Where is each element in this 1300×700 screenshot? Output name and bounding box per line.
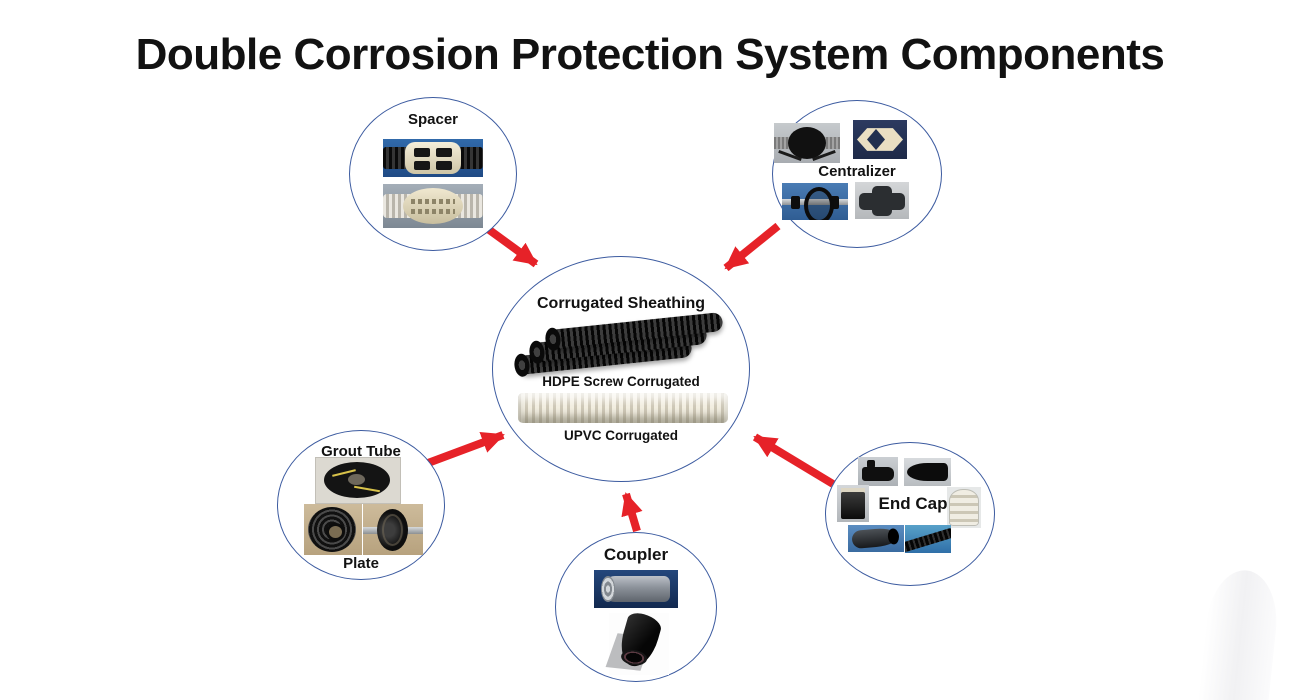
centralizer-photo-diamond-ring bbox=[853, 120, 907, 159]
spacer-slots bbox=[411, 199, 455, 204]
coupler-label: Coupler bbox=[603, 545, 669, 564]
coupler-cone-photo bbox=[605, 610, 669, 675]
ribbed-dome-image bbox=[949, 489, 979, 526]
centralizer-photo-profile bbox=[855, 182, 909, 219]
fitting-image bbox=[791, 196, 800, 209]
open-cap-image bbox=[851, 526, 900, 550]
coupler-end-rings bbox=[601, 576, 615, 602]
spacer-photo-black-duct bbox=[383, 139, 483, 177]
plate-label: Plate bbox=[343, 555, 379, 572]
arrow-end-cap-to-center bbox=[752, 433, 836, 488]
plate-hub-image bbox=[326, 523, 345, 541]
plate-front-photo bbox=[304, 504, 362, 555]
grout-tube-coil-photo bbox=[315, 457, 401, 504]
node-coupler: Coupler bbox=[555, 532, 717, 682]
spacer-hole bbox=[436, 161, 452, 170]
arrow-coupler-to-center bbox=[621, 492, 643, 533]
hdpe-label: HDPE Screw Corrugated bbox=[542, 374, 700, 389]
spacer-hole bbox=[414, 148, 430, 157]
spacer-ellipsoid-image bbox=[403, 188, 463, 224]
spacer-slots bbox=[411, 209, 455, 214]
grout-tube-label: Grout Tube bbox=[321, 443, 401, 460]
node-grout-tube: Grout Tube Plate bbox=[277, 430, 445, 580]
centralizer-hump bbox=[872, 208, 892, 216]
node-corrugated-sheathing: Corrugated Sheathing HDPE Screw Corrugat… bbox=[492, 256, 750, 482]
nozzle-image bbox=[867, 460, 875, 468]
coil-hole-image bbox=[348, 474, 365, 485]
centralizer-photo-on-duct bbox=[774, 123, 840, 163]
node-centralizer: Centralizer bbox=[772, 100, 942, 248]
corrugated-sheathing-label: Corrugated Sheathing bbox=[536, 295, 705, 312]
cage-hub-image bbox=[804, 187, 834, 220]
spacer-label: Spacer bbox=[407, 111, 459, 128]
diamond-hole-image bbox=[867, 129, 885, 150]
node-end-cap: End Cap bbox=[825, 442, 995, 586]
plate-dome-image bbox=[377, 509, 408, 551]
fitting-image bbox=[830, 196, 839, 209]
end-cap-ribbed-dome-photo bbox=[947, 487, 981, 528]
arrow-spacer-to-center bbox=[485, 225, 539, 268]
cap-image bbox=[862, 467, 894, 481]
diagram-title: Double Corrosion Protection System Compo… bbox=[135, 30, 1165, 79]
upvc-duct-photo bbox=[518, 393, 728, 423]
hdpe-ducts-photo bbox=[516, 311, 728, 376]
cap-image bbox=[841, 492, 865, 519]
end-cap-open-photo bbox=[848, 525, 904, 552]
centralizer-photo-cage-assembly bbox=[782, 183, 848, 220]
end-cap-bullet-photo bbox=[904, 458, 951, 486]
end-cap-cylinder-photo bbox=[837, 485, 869, 522]
spacer-photo-white-duct bbox=[383, 184, 483, 228]
plate-side-photo bbox=[363, 504, 423, 555]
spacer-hole bbox=[414, 161, 430, 170]
coupler-body-image bbox=[601, 576, 670, 602]
arrow-centralizer-to-center bbox=[723, 222, 781, 272]
centralizer-body-image bbox=[788, 127, 826, 159]
bullet-cap-image bbox=[907, 463, 948, 481]
cap-band-image bbox=[841, 488, 865, 493]
spacer-body-image bbox=[405, 142, 461, 174]
centralizer-body-image bbox=[859, 193, 905, 210]
node-spacer: Spacer bbox=[349, 97, 517, 251]
spacer-hole bbox=[436, 148, 452, 157]
corrugated-duct-image bbox=[905, 527, 951, 553]
upvc-label: UPVC Corrugated bbox=[563, 428, 678, 443]
coupler-cylinder-photo bbox=[594, 570, 678, 608]
end-cap-label: End Cap bbox=[878, 494, 948, 513]
end-cap-nozzle-photo bbox=[858, 457, 898, 486]
corner-decoration bbox=[1192, 566, 1282, 700]
centralizer-label: Centralizer bbox=[818, 163, 896, 180]
end-cap-on-duct-photo bbox=[905, 525, 951, 553]
